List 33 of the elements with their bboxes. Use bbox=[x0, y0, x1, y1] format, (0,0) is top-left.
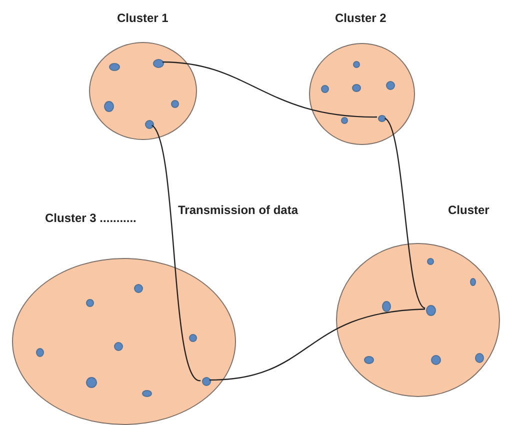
data-point-dot bbox=[426, 258, 434, 264]
data-point-dot bbox=[108, 63, 120, 71]
data-point-dot bbox=[86, 299, 94, 307]
data-point-dot bbox=[340, 116, 348, 124]
data-point-dot bbox=[36, 348, 44, 356]
data-point-dot bbox=[202, 376, 210, 386]
connector-line bbox=[209, 308, 426, 381]
data-point-dot bbox=[470, 278, 476, 286]
cluster-label: Cluster 2 bbox=[335, 10, 386, 27]
data-point-dot bbox=[352, 84, 360, 92]
connector-line bbox=[384, 118, 426, 309]
connector-line bbox=[162, 61, 378, 118]
data-point-dot bbox=[86, 376, 96, 388]
data-point-dot bbox=[364, 356, 374, 364]
data-point-dot bbox=[386, 80, 394, 90]
data-point-dot bbox=[474, 353, 484, 363]
data-point-dot bbox=[114, 342, 122, 350]
data-point-dot bbox=[104, 100, 114, 112]
cluster-label: Cluster 1 bbox=[117, 10, 168, 27]
data-point-dot bbox=[152, 58, 164, 68]
data-point-dot bbox=[321, 85, 329, 93]
data-point-dot bbox=[352, 60, 360, 68]
cluster-label: Cluster bbox=[448, 202, 490, 219]
data-point-dot bbox=[382, 300, 390, 312]
data-point-dot bbox=[144, 120, 154, 128]
data-point-dot bbox=[142, 390, 152, 396]
data-point-dot bbox=[171, 100, 179, 108]
cluster-label: Cluster 3 ........... bbox=[45, 210, 136, 227]
data-point-dot bbox=[134, 284, 142, 292]
data-point-dot bbox=[378, 114, 386, 122]
data-point-dot bbox=[426, 304, 436, 316]
data-point-dot bbox=[189, 334, 197, 342]
data-point-dot bbox=[431, 355, 441, 365]
